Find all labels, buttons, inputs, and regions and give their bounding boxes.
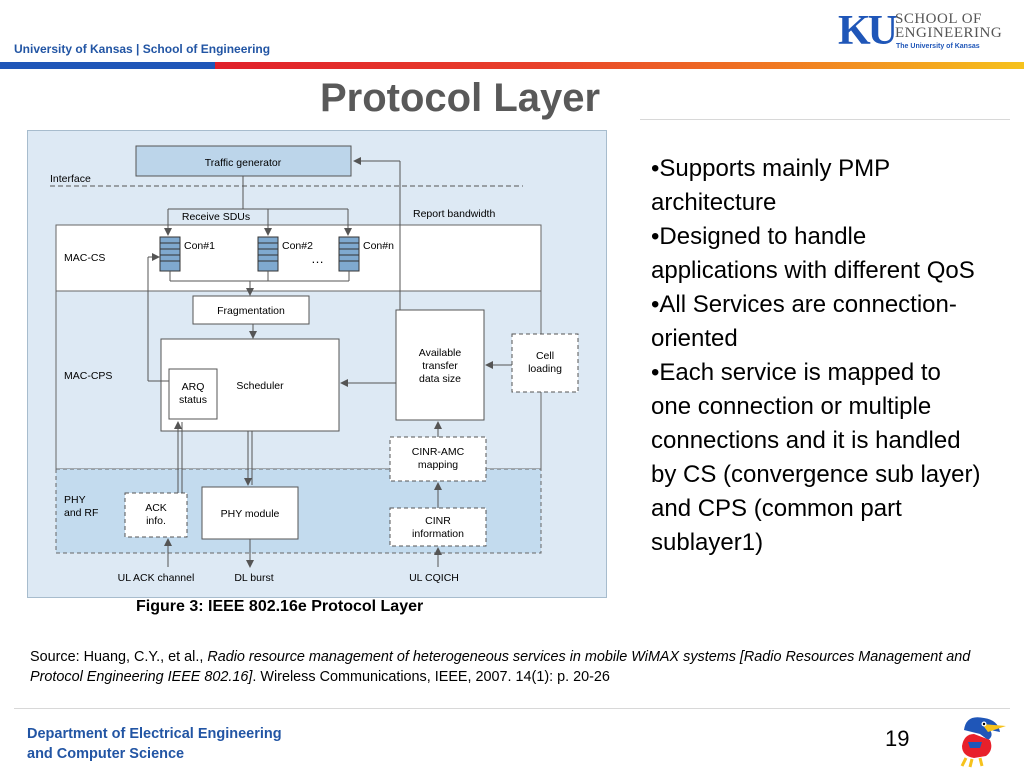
available-transfer-box	[395, 309, 485, 421]
cinr-amc-label-1: CINR-AMC	[412, 446, 465, 458]
conn-label: Con#n	[363, 240, 394, 252]
ul-ack-channel-label: UL ACK channel	[118, 572, 195, 584]
bullet-item: •All Services are connection-oriented	[651, 291, 957, 352]
cell-label-1: Cell	[536, 350, 554, 362]
bullet-item: •Supports mainly PMP architecture	[651, 155, 890, 216]
report-bandwidth-label: Report bandwidth	[413, 208, 495, 220]
traffic-generator-label: Traffic generator	[205, 157, 282, 169]
ack-label-1: ACK	[145, 502, 167, 514]
protocol-layer-diagram: Interface Traffic generator Receive SDUs…	[27, 130, 607, 598]
bullet-list: •Supports mainly PMP architecture •Desig…	[651, 152, 981, 560]
con1-queue	[159, 236, 181, 272]
logo-university-text: The University of Kansas	[896, 43, 980, 50]
header-bar-blue	[0, 62, 215, 69]
avail-label-2: transfer	[422, 360, 458, 372]
receive-sdus-label: Receive SDUs	[182, 211, 250, 223]
jayhawk-mascot-icon	[960, 717, 1006, 768]
arq-status-box	[168, 368, 218, 420]
phy-module-box	[201, 486, 299, 540]
avail-label-1: Available	[419, 347, 462, 359]
conn-queue	[338, 236, 360, 272]
page-number: 19	[885, 726, 910, 751]
cell-label-2: loading	[528, 363, 562, 375]
title-divider	[640, 119, 1010, 120]
fragmentation-box	[192, 295, 310, 325]
source-title: Radio resource management of heterogeneo…	[30, 649, 971, 685]
cinr-info-label-1: CINR	[425, 515, 451, 527]
phy-module-label: PHY module	[221, 508, 280, 520]
phy-label-1: PHY	[64, 494, 86, 506]
con-ellipsis: …	[311, 251, 324, 266]
ack-label-2: info.	[146, 515, 166, 527]
mac-cs-label: MAC-CS	[64, 252, 105, 264]
arq-label-2: status	[179, 394, 207, 406]
bullet-item: •Designed to handle applications with di…	[651, 223, 975, 284]
ul-cqich-label: UL CQICH	[409, 572, 459, 584]
phy-label-2: and RF	[64, 507, 98, 519]
con2-queue	[257, 236, 279, 272]
slide-title: Protocol Layer	[320, 76, 601, 120]
con1-label: Con#1	[184, 240, 215, 252]
cell-loading-box	[511, 333, 579, 393]
cinr-amc-box	[389, 436, 487, 482]
source-citation: Source: Huang, C.Y., et al., Radio resou…	[30, 647, 990, 687]
footer-divider	[14, 708, 1010, 709]
mac-cs-region	[55, 224, 542, 292]
fragmentation-label: Fragmentation	[217, 305, 285, 317]
source-suffix: . Wireless Communications, IEEE, 2007. 1…	[252, 669, 610, 685]
traffic-generator-box	[135, 145, 352, 177]
mac-cps-label: MAC-CPS	[64, 370, 112, 382]
cinr-amc-label-2: mapping	[418, 459, 458, 471]
bullet-item: •Each service is mapped to one connectio…	[651, 359, 981, 556]
cinr-info-label-2: information	[412, 528, 464, 540]
scheduler-label: Scheduler	[236, 380, 284, 392]
source-prefix: Source: Huang, C.Y., et al.,	[30, 649, 208, 665]
logo-mark: KU	[838, 8, 898, 54]
dl-burst-label: DL burst	[234, 572, 273, 584]
con2-label: Con#2	[282, 240, 313, 252]
figure-caption: Figure 3: IEEE 802.16e Protocol Layer	[136, 598, 424, 615]
interface-label: Interface	[50, 173, 91, 185]
header-org-text: University of Kansas | School of Enginee…	[14, 42, 271, 56]
ack-info-box	[124, 492, 188, 538]
avail-label-3: data size	[419, 373, 461, 385]
arq-label-1: ARQ	[182, 381, 205, 393]
cinr-info-box	[389, 507, 487, 547]
header-bar-gradient	[215, 62, 1024, 69]
